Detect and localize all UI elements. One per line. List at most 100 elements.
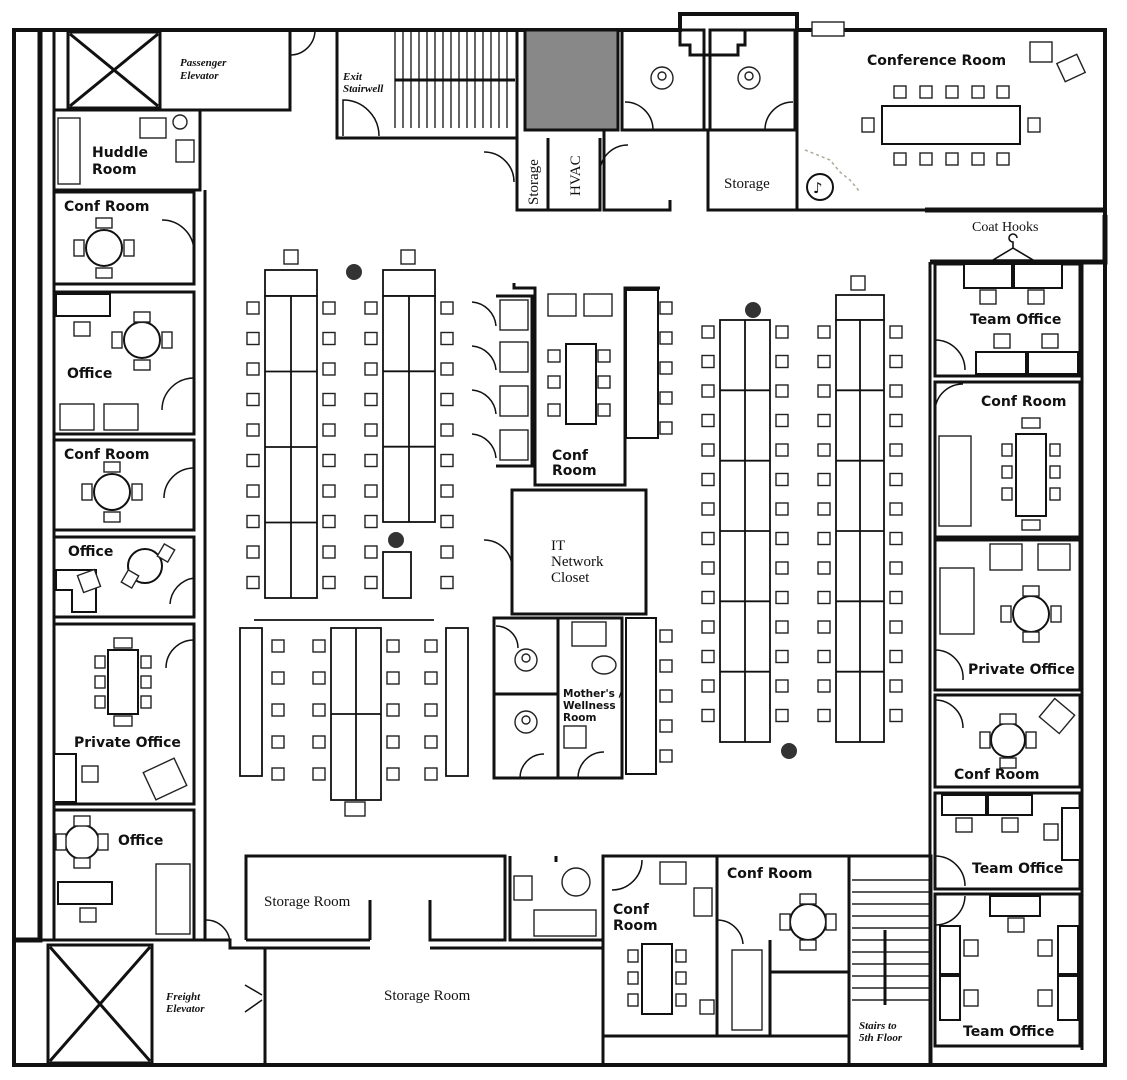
chair xyxy=(775,325,789,339)
chair xyxy=(322,331,336,346)
chair xyxy=(271,735,285,749)
chair xyxy=(889,590,903,605)
chair xyxy=(386,671,400,685)
chair xyxy=(424,639,438,653)
storage-room-2-label: Storage Room xyxy=(384,988,471,1004)
chair xyxy=(364,575,378,590)
chair xyxy=(701,531,715,546)
chair xyxy=(246,392,260,407)
chair xyxy=(817,649,831,664)
chair xyxy=(817,679,831,693)
chair xyxy=(817,413,831,428)
chair xyxy=(659,689,673,703)
chair xyxy=(386,735,400,749)
chair xyxy=(322,362,336,376)
chair xyxy=(322,392,336,407)
chair xyxy=(817,620,831,634)
columns xyxy=(346,264,797,759)
chair xyxy=(312,735,326,749)
chair xyxy=(322,484,336,498)
private-office-left-label: Private Office xyxy=(74,735,181,751)
chair xyxy=(659,421,673,435)
chair xyxy=(775,443,789,457)
chair xyxy=(889,531,903,546)
storage-room-1: Storage Room xyxy=(244,854,507,942)
chair xyxy=(312,671,326,685)
team-office-right-3: Team Office xyxy=(933,892,1082,1048)
huddle-room-label-2: Room xyxy=(92,162,137,178)
mothers-room-label-2: Wellness xyxy=(563,700,616,712)
chair xyxy=(775,708,789,723)
conf-room-left-2-label: Conf Room xyxy=(64,447,149,463)
chair xyxy=(889,561,903,575)
chair xyxy=(440,545,454,559)
workstations xyxy=(239,249,903,817)
stairs-to-5th: Stairs to 5th Floor xyxy=(847,854,933,1067)
conf-room-left-2: Conf Room xyxy=(52,438,196,532)
it-closet-label-1: IT xyxy=(551,538,565,554)
office-left-2-label: Office xyxy=(68,544,113,560)
chair xyxy=(400,249,416,265)
conf-room-left-1: Conf Room xyxy=(52,190,196,286)
team-office-right-3-label: Team Office xyxy=(963,1024,1054,1040)
chair xyxy=(440,484,454,498)
desk xyxy=(382,269,436,297)
chair xyxy=(775,502,789,516)
conference-room-label: Conference Room xyxy=(867,53,1006,69)
chair xyxy=(246,362,260,376)
mothers-room-label-3: Room xyxy=(563,712,597,724)
chair xyxy=(312,639,326,653)
chair xyxy=(386,639,400,653)
passenger-elevator-label-2: Elevator xyxy=(179,70,219,82)
chair xyxy=(659,629,673,643)
chair xyxy=(424,671,438,685)
exit-stairwell-label-2: Stairwell xyxy=(343,83,384,95)
chair xyxy=(283,249,299,265)
chair xyxy=(322,575,336,590)
chair xyxy=(701,472,715,487)
chair xyxy=(440,453,454,468)
chair xyxy=(659,719,673,733)
chair xyxy=(701,620,715,634)
coat-hooks: Coat Hooks xyxy=(972,220,1039,261)
chair xyxy=(322,514,336,529)
chair xyxy=(440,514,454,529)
office-left-2: Office xyxy=(52,535,196,619)
conf-room-right-1: Conf Room xyxy=(933,380,1082,539)
chair xyxy=(701,443,715,457)
storage-room-1-label: Storage Room xyxy=(264,894,351,910)
chair xyxy=(701,708,715,723)
stairs-label-2: 5th Floor xyxy=(859,1032,903,1044)
chair xyxy=(246,545,260,559)
conf-room-right-2: Conf Room xyxy=(933,693,1082,789)
chair xyxy=(440,362,454,376)
chair xyxy=(701,384,715,398)
chair xyxy=(889,620,903,634)
passenger-elevator: Passenger Elevator xyxy=(52,28,316,112)
chair xyxy=(775,590,789,605)
chair xyxy=(889,384,903,398)
chair xyxy=(775,413,789,428)
chair xyxy=(817,325,831,339)
chair xyxy=(701,325,715,339)
freight-elevator: Freight Elevator xyxy=(14,919,267,1065)
chair xyxy=(322,301,336,315)
chair xyxy=(775,354,789,369)
office-left-3: Office xyxy=(52,808,196,942)
right-column xyxy=(928,262,1084,1065)
chair xyxy=(701,354,715,369)
huddle-room: Huddle Room xyxy=(52,108,202,192)
storage-upper-label: Storage xyxy=(724,176,770,192)
chair xyxy=(775,620,789,634)
chair xyxy=(386,703,400,717)
chair xyxy=(775,679,789,693)
chair xyxy=(364,484,378,498)
chair xyxy=(271,671,285,685)
storage-small-label: Storage xyxy=(526,159,542,205)
chair xyxy=(659,361,673,375)
chair xyxy=(701,561,715,575)
coat-hanger-icon xyxy=(990,233,1036,261)
private-office-right-label: Private Office xyxy=(968,662,1075,678)
chair xyxy=(322,453,336,468)
